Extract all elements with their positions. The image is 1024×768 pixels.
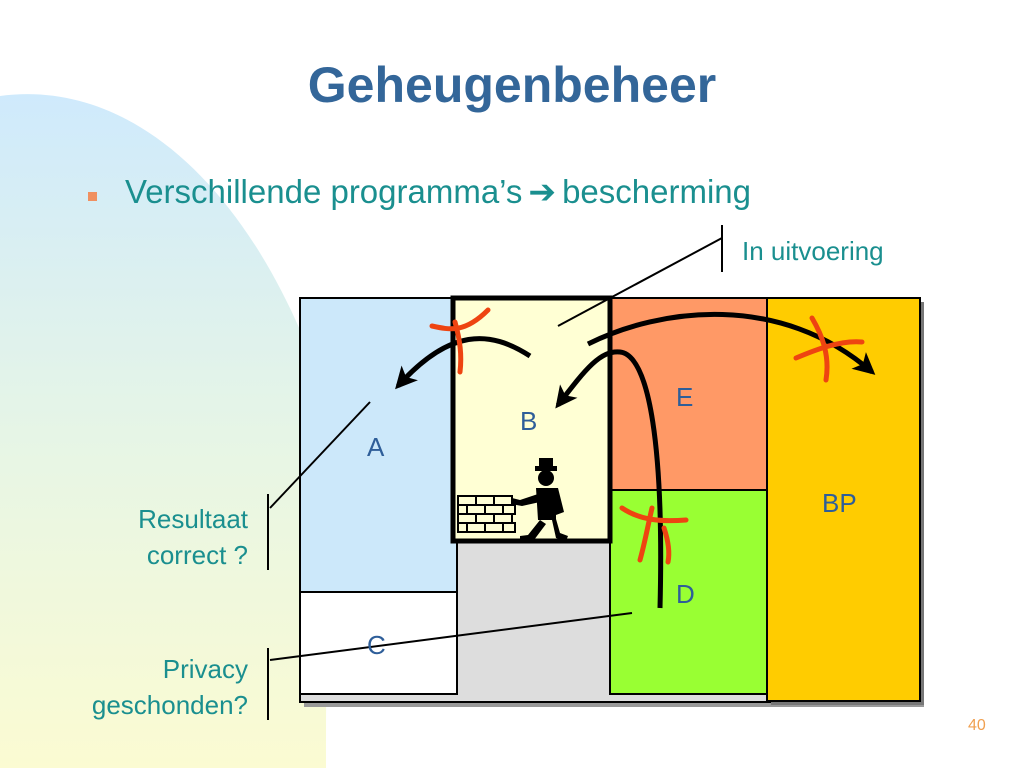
worker-icon [511, 458, 568, 541]
block-b-label: B [520, 406, 538, 436]
arrow-b-to-a [395, 336, 532, 390]
denied-cross-icon [429, 307, 491, 375]
callout-line-resultaat [269, 401, 371, 509]
denied-cross-icon [619, 505, 689, 565]
label-in-uitvoering: In uitvoering [742, 236, 884, 266]
arrow-d-to-b [555, 349, 664, 609]
bullet-text-after: bescherming [562, 173, 752, 210]
brick-wall-icon [457, 495, 516, 533]
block-a-label: A [367, 432, 385, 462]
block-bp-label: BP [822, 488, 857, 518]
block-a [299, 297, 458, 593]
page-number: 40 [968, 717, 986, 734]
block-c-label: C [367, 630, 386, 660]
block-e-label: E [676, 382, 694, 412]
label-resultaat-correct: Resultaat correct ? [138, 504, 248, 570]
right-arrow-icon: ➔ [528, 173, 557, 210]
slide-title: Geheugenbeheer [307, 57, 717, 113]
bullet-text-before: Verschillende programma’s [125, 173, 523, 210]
block-d-label: D [676, 579, 695, 609]
denied-cross-icon [793, 315, 865, 383]
bullet-square-icon [88, 192, 97, 201]
block-c [299, 591, 458, 695]
bullet-text: Verschillende programma’s➔bescherming [125, 172, 751, 211]
block-bp [766, 297, 921, 702]
callout-line-privacy [269, 612, 633, 661]
label-privacy-geschonden: Privacy geschonden? [91, 654, 248, 720]
callout-line-uitvoering [557, 237, 723, 327]
